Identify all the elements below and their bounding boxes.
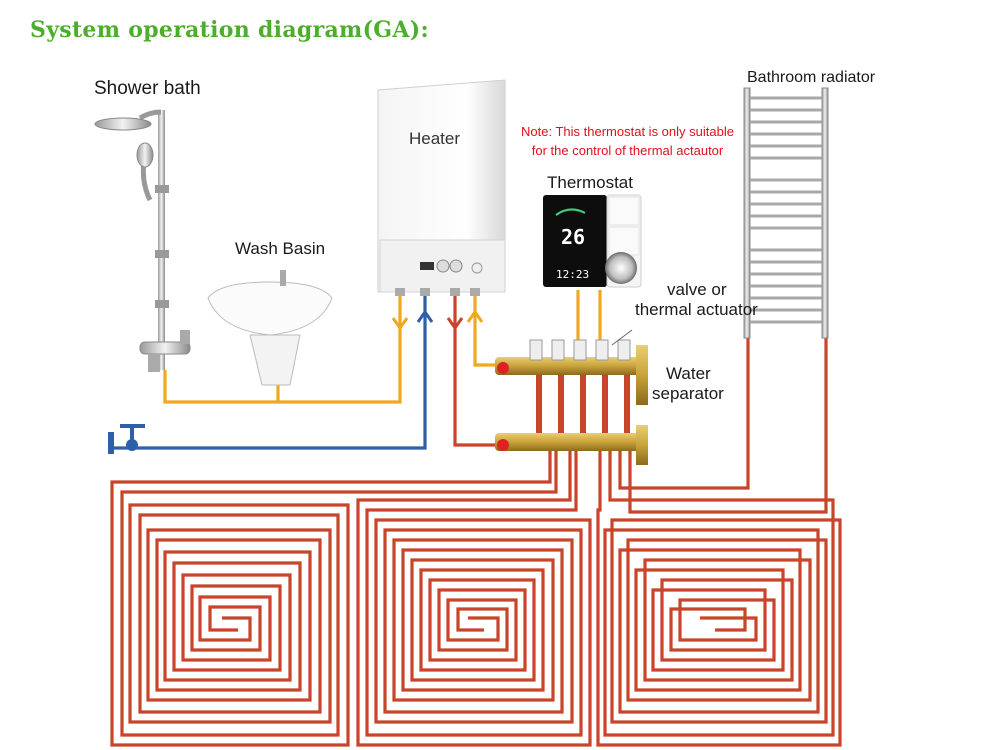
shower-bath bbox=[94, 109, 191, 372]
shower-bath-label: Shower bath bbox=[94, 78, 201, 99]
underfloor-heating-loops bbox=[110, 295, 842, 747]
note-line-2: for the control of thermal actautor bbox=[531, 143, 724, 158]
thermostat-device: 26 12:23 bbox=[543, 194, 642, 288]
thermostat-note: Note: This thermostat is only suitable f… bbox=[510, 122, 745, 160]
bathroom-radiator-label: Bathroom radiator bbox=[747, 69, 876, 86]
water-separator-label-line-1: Water bbox=[666, 364, 711, 383]
thermostat-temp-readout: 26 bbox=[561, 225, 585, 249]
heater bbox=[377, 79, 506, 296]
valve-label-line-2: thermal actuator bbox=[635, 300, 758, 319]
valve-label-line-1: valve or bbox=[667, 280, 727, 299]
wash-basin-label: Wash Basin bbox=[235, 239, 326, 258]
hot-water-pipe bbox=[163, 290, 602, 404]
water-separator-label-line-2: separator bbox=[652, 384, 724, 403]
cold-water-tap bbox=[108, 424, 145, 454]
thermostat-clock-readout: 12:23 bbox=[556, 268, 589, 281]
cold-water-pipe bbox=[110, 295, 427, 450]
bathroom-radiator bbox=[743, 87, 829, 339]
wash-basin bbox=[207, 270, 333, 386]
thermostat-label: Thermostat bbox=[547, 173, 633, 192]
diagram-title: System operation diagram(GA): bbox=[30, 17, 429, 43]
water-separator bbox=[495, 339, 648, 465]
note-line-1: Note: This thermostat is only suitable bbox=[521, 124, 734, 139]
flow-arrows bbox=[391, 309, 484, 331]
heater-label: Heater bbox=[409, 129, 461, 148]
valve-leader-line bbox=[611, 329, 633, 346]
